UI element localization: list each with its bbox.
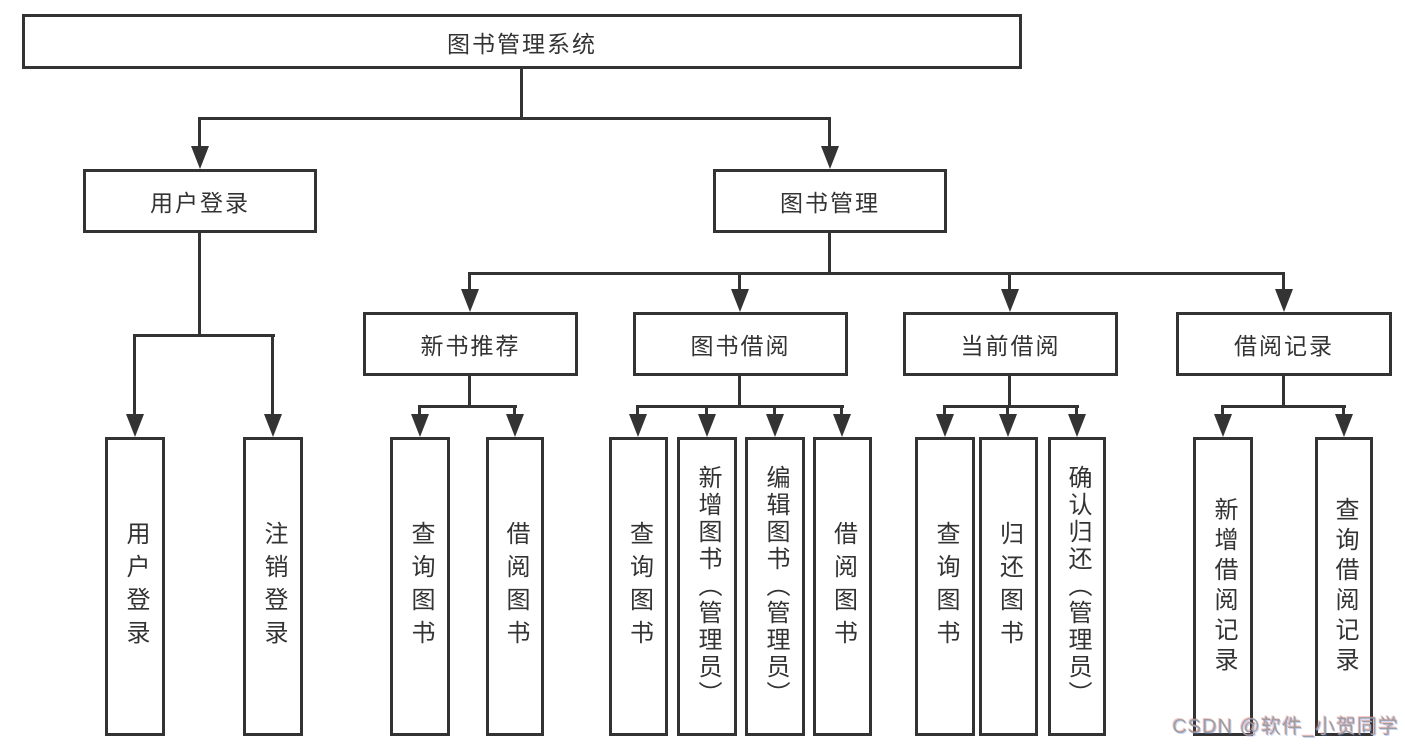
leaf-user-login: 用户登录	[105, 437, 165, 736]
node-borrow-record: 借阅记录	[1176, 312, 1392, 376]
arrow-down-icon	[1001, 289, 1019, 312]
connector-line	[738, 376, 741, 408]
arrow-down-icon	[629, 414, 647, 437]
connector-line	[636, 405, 844, 408]
node-user-login: 用户登录	[83, 169, 317, 233]
node-label: 查询图书	[625, 520, 653, 653]
connector-line	[1075, 406, 1078, 416]
leaf-query-book-1: 查询图书	[390, 437, 450, 736]
leaf-edit-book-admin: 编辑图书（管理员）	[745, 437, 805, 736]
node-label: 归还图书	[995, 520, 1023, 653]
node-label: 借阅图书	[502, 520, 529, 653]
connector-line	[198, 117, 831, 120]
node-label: 新书推荐	[420, 333, 521, 359]
arrow-down-icon	[506, 414, 524, 437]
connector-line	[636, 406, 639, 416]
connector-line	[1342, 406, 1345, 416]
connector-line	[1282, 273, 1285, 292]
connector-line	[1008, 376, 1011, 408]
connector-line	[133, 334, 275, 337]
connector-line	[271, 335, 274, 415]
leaf-query-borrow-record: 查询借阅记录	[1315, 437, 1373, 736]
node-book-management: 图书管理	[713, 169, 947, 233]
leaf-borrow-book-1: 借阅图书	[486, 437, 544, 736]
leaf-logout: 注销登录	[243, 437, 303, 736]
connector-line	[198, 118, 201, 150]
arrow-down-icon	[821, 146, 839, 169]
arrow-down-icon	[1068, 414, 1086, 437]
leaf-query-book-3: 查询图书	[915, 437, 975, 736]
arrow-down-icon	[1214, 414, 1232, 437]
connector-line	[468, 376, 471, 408]
arrow-down-icon	[999, 414, 1017, 437]
connector-line	[513, 406, 516, 416]
arrow-down-icon	[936, 414, 954, 437]
node-label: 当前借阅	[960, 333, 1061, 359]
leaf-confirm-return-admin: 确认归还（管理员）	[1048, 437, 1106, 736]
arrow-down-icon	[191, 146, 209, 169]
arrow-down-icon	[264, 414, 282, 437]
connector-line	[133, 335, 136, 415]
connector-line	[840, 406, 843, 416]
connector-line	[705, 406, 708, 416]
arrow-down-icon	[731, 289, 749, 312]
connector-line	[773, 406, 776, 416]
leaf-add-borrow-record: 新增借阅记录	[1193, 437, 1253, 736]
connector-line	[943, 406, 946, 416]
node-label: 借阅图书	[829, 520, 857, 653]
connector-line	[1006, 406, 1009, 416]
node-label: 新增图书（管理员）	[694, 465, 721, 708]
connector-line	[1008, 273, 1011, 292]
node-new-book-recommend: 新书推荐	[363, 312, 578, 376]
node-label: 图书管理系统	[447, 30, 597, 57]
node-label: 用户登录	[150, 190, 250, 216]
node-label: 编辑图书（管理员）	[762, 465, 789, 708]
connector-line	[738, 273, 741, 292]
node-label: 注销登录	[260, 520, 287, 653]
node-label: 图书管理	[780, 190, 880, 216]
node-label: 查询图书	[932, 520, 959, 653]
csdn-watermark: CSDN @软件_小贺同学	[1172, 716, 1399, 738]
node-label: 借阅记录	[1234, 333, 1334, 359]
connector-line	[418, 406, 421, 416]
node-label: 用户登录	[122, 520, 149, 653]
leaf-query-book-2: 查询图书	[609, 437, 668, 736]
node-current-borrow: 当前借阅	[903, 312, 1118, 376]
arrow-down-icon	[766, 414, 784, 437]
connector-line	[418, 405, 517, 408]
arrow-down-icon	[698, 414, 716, 437]
node-label: 查询借阅记录	[1331, 496, 1358, 677]
connector-line	[943, 405, 1079, 408]
arrow-down-icon	[1335, 414, 1353, 437]
connector-line	[1282, 376, 1285, 408]
connector-line	[520, 69, 523, 119]
connector-line	[1221, 405, 1346, 408]
node-label: 新增借阅记录	[1210, 496, 1237, 677]
leaf-return-book: 归还图书	[979, 437, 1038, 736]
connector-line	[828, 233, 831, 275]
connector-line	[468, 273, 471, 292]
node-label: 查询图书	[407, 520, 434, 653]
connector-line	[198, 233, 201, 337]
node-label: 图书借阅	[690, 333, 791, 359]
node-book-borrow: 图书借阅	[633, 312, 848, 376]
arrow-down-icon	[411, 414, 429, 437]
leaf-borrow-book-2: 借阅图书	[813, 437, 872, 736]
arrow-down-icon	[461, 289, 479, 312]
connector-line	[1221, 406, 1224, 416]
arrow-down-icon	[1275, 289, 1293, 312]
node-label: 确认归还（管理员）	[1064, 465, 1091, 708]
leaf-add-book-admin: 新增图书（管理员）	[677, 437, 737, 736]
connector-line	[468, 272, 1285, 275]
node-root-system: 图书管理系统	[22, 14, 1022, 69]
arrow-down-icon	[833, 414, 851, 437]
arrow-down-icon	[126, 414, 144, 437]
connector-line	[828, 118, 831, 150]
